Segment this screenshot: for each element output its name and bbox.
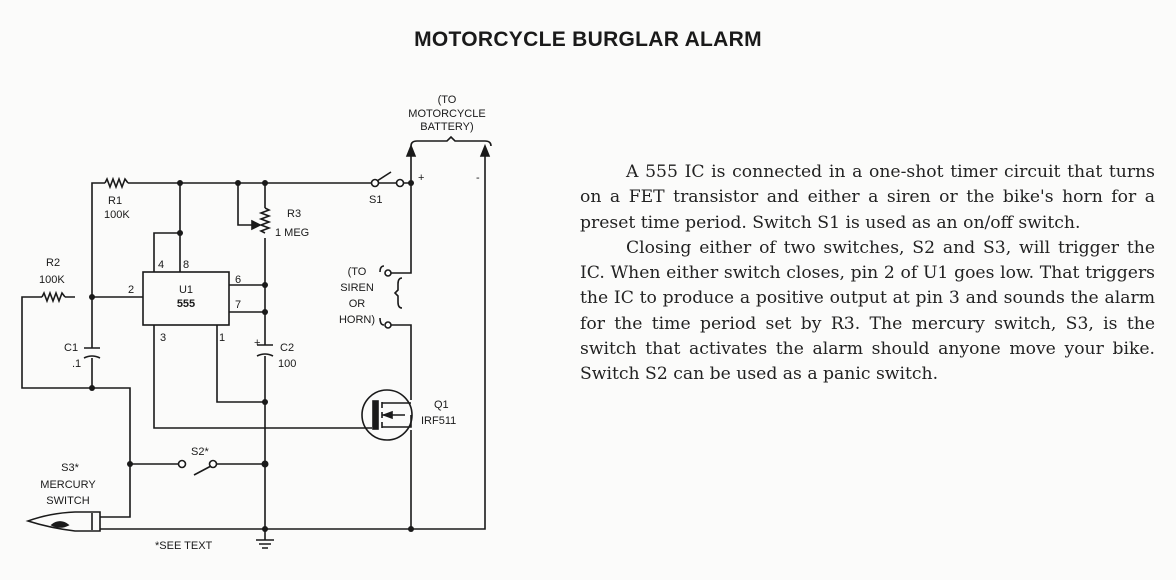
- pin-2: 2: [128, 284, 134, 296]
- resistor-r2: [41, 290, 66, 304]
- s3-label-3: SWITCH: [46, 495, 89, 507]
- s3-label-2: MERCURY: [40, 479, 96, 491]
- description: A 555 IC is connected in a one-shot time…: [580, 160, 1155, 388]
- pin-1: 1: [219, 332, 225, 344]
- siren-terminal-2: [384, 321, 392, 329]
- pin-6: 6: [235, 274, 241, 286]
- battery-label-1: (TO: [438, 94, 457, 106]
- page-title: MOTORCYCLE BURGLAR ALARM: [414, 28, 762, 51]
- siren-label-4: HORN): [339, 314, 375, 326]
- r2-value: 100K: [39, 274, 65, 286]
- pin-7: 7: [235, 299, 241, 311]
- plus-label: +: [418, 172, 424, 184]
- see-text-note: *SEE TEXT: [155, 540, 213, 552]
- pin-8: 8: [183, 259, 189, 271]
- r1-name: R1: [108, 195, 122, 207]
- mercury-switch-s3: [25, 511, 101, 532]
- junction-dots: [89, 180, 414, 532]
- capacitor-c2: [256, 344, 274, 357]
- u1-value: 555: [177, 298, 195, 310]
- mosfet-q1: [361, 389, 413, 441]
- r3-name: R3: [287, 208, 301, 220]
- battery-label-3: BATTERY): [420, 121, 473, 133]
- siren-brace: [379, 265, 403, 326]
- u1-name: U1: [179, 284, 193, 296]
- capacitor-c1: [83, 347, 101, 359]
- c2-name: C2: [280, 342, 294, 354]
- r2-name: R2: [46, 257, 60, 269]
- resistor-r1: [104, 176, 129, 190]
- s1-label: S1: [369, 194, 382, 206]
- siren-label-1: (TO: [348, 266, 367, 278]
- pin-3: 3: [160, 332, 166, 344]
- r3-value: 1 MEG: [275, 227, 309, 239]
- siren-terminal-1: [384, 269, 392, 277]
- battery-label-2: MOTORCYCLE: [408, 108, 485, 120]
- switch-s2: [177, 459, 218, 476]
- ic-u1: [142, 271, 230, 326]
- q1-name: Q1: [434, 399, 449, 411]
- c2-polarity: +: [254, 337, 260, 349]
- battery-arrow-icons: [405, 143, 491, 157]
- minus-label: -: [476, 172, 480, 184]
- c2-value: 100: [278, 358, 296, 370]
- pin-4: 4: [158, 259, 164, 271]
- potentiometer-r3: [258, 207, 272, 234]
- siren-label-3: OR: [349, 298, 366, 310]
- s3-label-1: S3*: [61, 462, 79, 474]
- circuit-schematic: (TO MOTORCYCLE BATTERY) + - R1 100K R2 1…: [21, 94, 492, 552]
- wiper-arrow-icon: [251, 219, 262, 231]
- s2-label: S2*: [191, 446, 209, 458]
- siren-label-2: SIREN: [340, 282, 374, 294]
- ground-icon: [256, 539, 274, 549]
- description-paragraph-1: A 555 IC is connected in a one-shot time…: [580, 162, 1155, 233]
- c1-name: C1: [64, 342, 78, 354]
- q1-value: IRF511: [421, 415, 456, 427]
- c1-value: .1: [72, 358, 81, 370]
- r1-value: 100K: [104, 209, 130, 221]
- description-paragraph-2: Closing either of two switches, S2 and S…: [580, 237, 1155, 385]
- battery-brace: [410, 135, 492, 147]
- switch-s1: [370, 171, 405, 188]
